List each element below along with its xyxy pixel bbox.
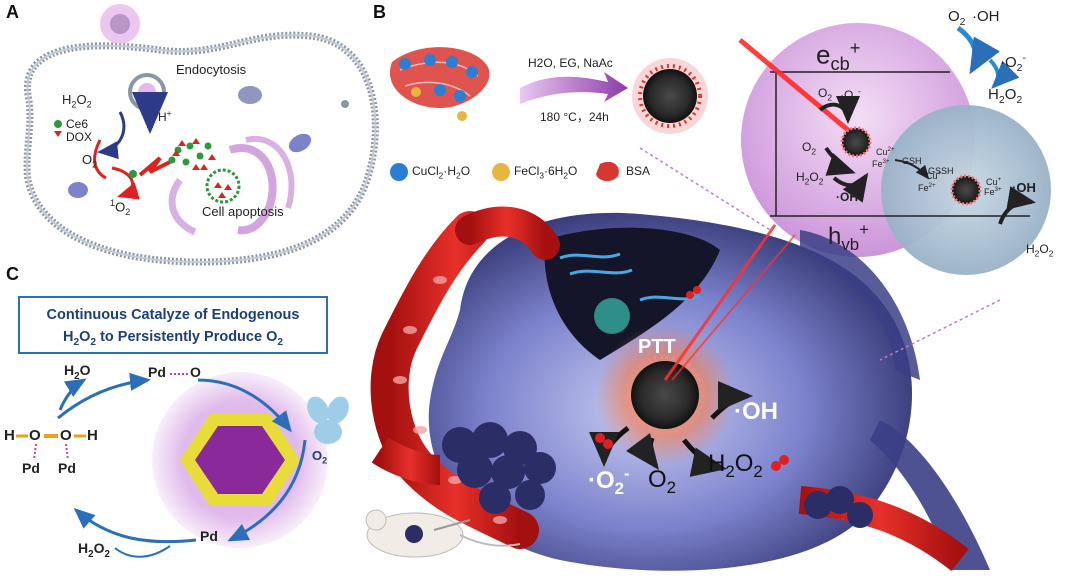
organelle (238, 86, 262, 104)
apoptotic-nucleus (205, 168, 241, 204)
mouse-icon (365, 509, 521, 558)
c-o-left: O (29, 427, 41, 444)
c-pd-bottom: Pd (200, 528, 218, 544)
tumor-h2o2-label: H2O2 (708, 450, 763, 481)
panel-c-title-line1: Continuous Catalyze of Endogenous (46, 307, 300, 323)
dox-label: DOX (66, 130, 93, 144)
cluster-right (804, 486, 873, 528)
tumor-o2-radical-label: ·O2- (588, 464, 630, 498)
gssh-label: GSSH (928, 166, 954, 176)
tumor-scene (365, 147, 1001, 572)
h2o2-right-label: H2O2 (1026, 242, 1054, 259)
oh-inner: ·OH (836, 190, 858, 204)
ptt-nanoparticle (631, 361, 699, 429)
product-nanoparticle (632, 58, 708, 134)
gsh-label: GSH (902, 156, 922, 166)
panel-letter-b: B (373, 2, 386, 22)
o2-top-label: O2 (948, 8, 966, 28)
bsa-precursor (389, 47, 490, 121)
c-pd-bottom-right: Pd (58, 460, 76, 476)
panel-c-title-line2: H2O2 to Persistently Produce O2 (63, 329, 283, 348)
synthesis-arrow (520, 72, 628, 104)
panel-b-synthesis (389, 47, 708, 182)
blood-vessel (370, 211, 539, 549)
cu2-label: Cu2+ (876, 146, 895, 157)
cu-plus-label-left: Cu+ (926, 170, 942, 181)
hexagon-inner (195, 426, 285, 494)
hvb-label: hvb+ (828, 220, 869, 254)
cell-apoptosis-label: Cell apoptosis (202, 204, 284, 219)
synthesis-conditions-top: H2O, EG, NaAc (528, 56, 613, 70)
o2-top-inner: O2 (818, 86, 833, 103)
synthesis-conditions-bottom: 180 °C，24h (540, 110, 609, 124)
cu-plus-label-right: Cu+ (986, 176, 1002, 187)
fecl3-swatch (492, 163, 510, 181)
bsa-swatch (596, 161, 619, 182)
fecl3-label: FeCl3·6H2O (514, 164, 578, 181)
panel-c-title-box: Continuous Catalyze of Endogenous H2O2 t… (18, 296, 328, 354)
o2-left-inner: O2 (802, 140, 817, 157)
cucl2-swatch (390, 163, 408, 181)
fe3-label-right: Fe3+ (984, 186, 1002, 197)
c-h2o-label: H2O (64, 362, 91, 382)
singlet-oxygen-label: 1O2 (110, 198, 131, 217)
tumor-cutaway (544, 227, 720, 360)
catalysis-circles (738, 23, 1051, 275)
cluster-left (442, 422, 556, 514)
c-pd-top-label: Pd (148, 364, 166, 380)
panel-letter-a: A (6, 2, 19, 22)
o2-molecule-icon (307, 396, 349, 444)
ptt-label: PTT (638, 336, 676, 358)
tumor-o2-label: O2 (648, 466, 677, 497)
tumor-oh-label: ·OH (734, 398, 778, 425)
ce6-label: Ce6 (66, 117, 89, 131)
h2o2-inner: H2O2 (796, 170, 824, 187)
c-o-top-label: O (190, 364, 201, 380)
c-o-right: O (60, 427, 72, 444)
cucl2-label: CuCl2·H2O (412, 164, 471, 181)
ecb-label: ecb+ (816, 38, 861, 74)
panel-c-art (16, 372, 349, 558)
h2o2-top-label: H2O2 (988, 86, 1023, 106)
o2-label-a: O2 (82, 152, 98, 170)
panel-a-art (23, 4, 379, 266)
c-h-left: H (4, 427, 15, 444)
fe2-label: Fe2+ (918, 182, 936, 193)
fe3-label: Fe3+ (872, 158, 890, 169)
oh-top-label: ·OH (972, 8, 1000, 25)
c-o2-label: O2 (312, 448, 328, 466)
endocytosis-label: Endocytosis (176, 62, 247, 77)
cutaway-particle (594, 298, 630, 334)
panel-letter-c: C (6, 264, 19, 284)
drug-cluster (168, 138, 216, 170)
oh-right-label: ·OH (1012, 180, 1036, 195)
c-pd-bottom-left: Pd (22, 460, 40, 476)
c-h-right: H (87, 427, 98, 444)
bsa-label: BSA (626, 164, 651, 178)
o2-radical-inner: ·O2- (840, 86, 861, 105)
c-h2o2-label: H2O2 (78, 540, 110, 560)
o2-radical-top-label: ·O2- (1000, 52, 1027, 74)
h2o2-label-a: H2O2 (62, 92, 92, 110)
h-plus-label: H+ (158, 108, 172, 124)
